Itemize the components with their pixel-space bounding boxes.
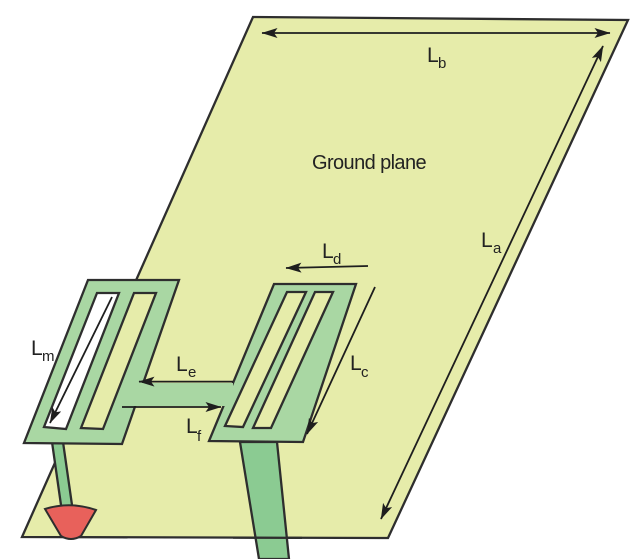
label-lc-main: L	[350, 352, 362, 375]
label-lf-sub: f	[197, 428, 202, 445]
ground-plane	[20, 15, 630, 540]
label-lc: L c	[350, 352, 369, 381]
ground-plane-label: Ground plane	[312, 152, 426, 174]
label-lb-main: L	[427, 44, 439, 67]
label-lf-main: L	[186, 415, 198, 438]
label-lc-sub: c	[361, 364, 369, 381]
label-ld-sub: d	[333, 251, 341, 268]
left-resonator	[22, 278, 181, 446]
label-la-main: L	[481, 229, 493, 252]
label-lb-sub: b	[438, 55, 446, 72]
label-lf: L f	[186, 415, 202, 445]
label-ld: L d	[322, 240, 341, 268]
dim-arrow-lc	[306, 286, 376, 435]
label-la-sub: a	[493, 240, 502, 257]
label-lm-sub: m	[42, 348, 55, 365]
dim-arrow-la	[380, 45, 604, 520]
connecting-bridge	[132, 383, 233, 406]
dim-arrow-lm	[49, 296, 113, 424]
dim-arrow-ld	[285, 262, 369, 273]
label-le-main: L	[176, 353, 188, 376]
label-le-sub: e	[188, 364, 196, 381]
label-lb: L b	[427, 44, 446, 72]
label-lm: L m	[31, 337, 55, 365]
label-ld-main: L	[322, 240, 334, 263]
label-le: L e	[176, 353, 196, 381]
label-lm-main: L	[31, 337, 43, 360]
feed-probe-arrow	[43, 504, 98, 540]
label-la: L a	[481, 229, 502, 257]
